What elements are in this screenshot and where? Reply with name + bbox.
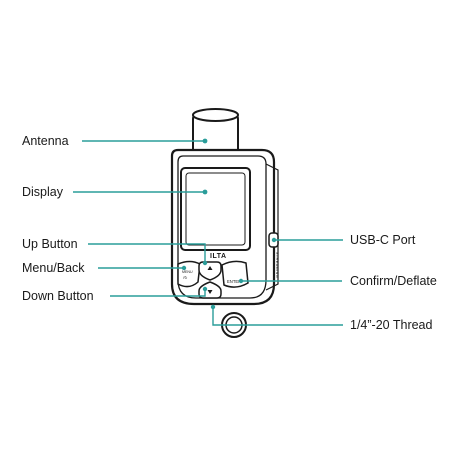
- leader-down: [110, 289, 206, 297]
- label-usb-c-port: USB-C Port: [350, 233, 416, 247]
- leader-lines: [73, 140, 343, 326]
- menu-back-key[interactable]: MENU /↻: [177, 260, 201, 288]
- side-text: STREAMING: [275, 252, 279, 278]
- display-screen: [180, 167, 251, 251]
- up-key[interactable]: [198, 261, 222, 281]
- antenna: [192, 108, 239, 156]
- leader-up: [88, 243, 206, 263]
- label-menu-back: Menu/Back: [22, 261, 85, 275]
- up-arrow-icon: [207, 266, 213, 270]
- menu-key-glyph: /↻: [183, 275, 187, 280]
- enter-key-label: ENTER: [227, 279, 241, 284]
- label-display: Display: [22, 185, 63, 199]
- label-down-button: Down Button: [22, 289, 94, 303]
- leader-dots: [181, 138, 277, 310]
- label-confirm-deflate: Confirm/Deflate: [350, 274, 437, 288]
- label-antenna: Antenna: [22, 134, 69, 148]
- down-arrow-icon: [207, 290, 213, 294]
- menu-key-label: MENU: [182, 270, 193, 274]
- leader-thread: [212, 307, 343, 326]
- label-thread: 1/4”-20 Thread: [350, 318, 433, 332]
- label-up-button: Up Button: [22, 237, 78, 251]
- enter-key[interactable]: ENTER: [221, 260, 249, 288]
- brand-logo: ILTA: [210, 253, 227, 260]
